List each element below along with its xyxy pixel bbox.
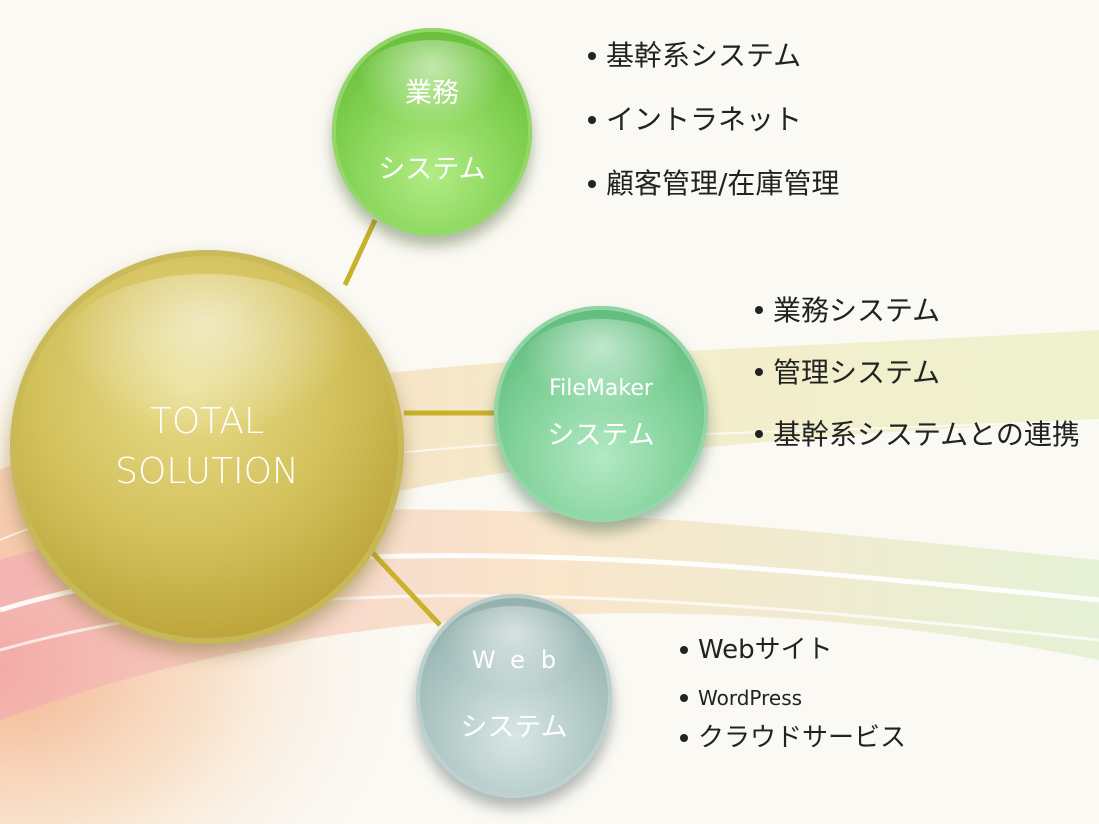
list-item: クラウドサービス [680,720,906,768]
list-item: 業務システム [755,280,1085,342]
filemaker-system-label-line2: システム [547,420,655,451]
web-system-list: Webサイト WordPress クラウドサービス [680,632,906,768]
list-item: イントラネット [588,98,839,162]
gyomu-system-label-line2: システム [378,154,486,185]
web-system-circle: Web システム [416,594,612,798]
list-item: 管理システム [755,342,1085,404]
connector-gyomu [342,218,378,287]
total-solution-circle: TOTAL SOLUTION [10,250,404,644]
filemaker-system-circle: FileMaker システム [494,306,708,522]
gyomu-system-circle: 業務 システム [332,28,532,236]
filemaker-system-list: 業務システム 管理システム 基幹系システムとの連携 [755,280,1085,466]
web-system-label-line2: システム [460,712,568,743]
list-item: 基幹系システムとの連携 [755,404,1085,466]
list-item: Webサイト [680,632,906,680]
total-solution-label-line1: TOTAL [149,401,265,442]
list-item: 顧客管理/在庫管理 [588,162,839,226]
list-item: 基幹系システム [588,34,839,98]
gyomu-system-list: 基幹系システム イントラネット 顧客管理/在庫管理 [588,34,839,226]
gyomu-system-label-line1: 業務 [405,78,459,109]
total-solution-label-line2: SOLUTION [115,451,299,492]
filemaker-system-label-line1: FileMaker [549,376,653,401]
web-system-label-line1: Web [471,646,573,674]
connector-web [368,548,442,627]
list-item: WordPress [680,680,906,720]
